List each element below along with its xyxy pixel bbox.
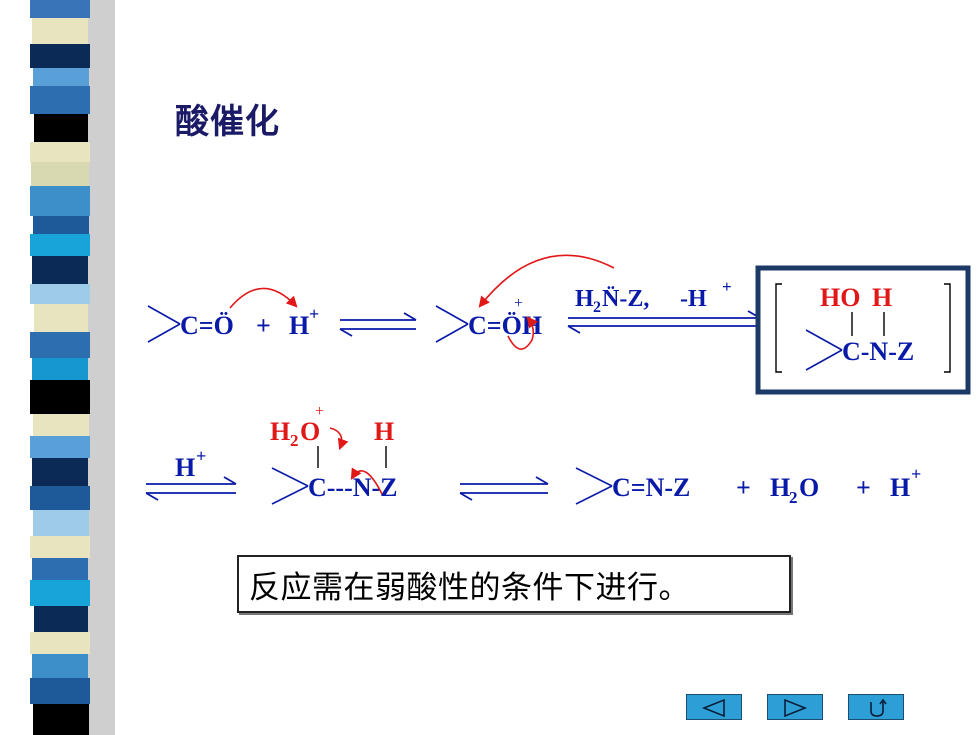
svg-text:H: H <box>175 453 195 482</box>
return-u-icon <box>870 698 887 717</box>
svg-text:+: + <box>722 277 732 296</box>
svg-text:H: H <box>270 417 290 446</box>
svg-text:N̈-Z,: N̈-Z, <box>602 286 649 312</box>
svg-text:+: + <box>315 403 324 420</box>
note-text: 反应需在弱酸性的条件下进行。 <box>249 570 690 606</box>
svg-text:+: + <box>196 446 206 466</box>
water-product: H 2 O <box>770 473 819 507</box>
reaction-scheme: C=Ö + H + C=ÖH + H 2 N̈-Z, -H <box>145 254 971 507</box>
plus-sign: + <box>256 311 271 340</box>
svg-text:2: 2 <box>789 488 798 507</box>
intermediate-box: HO H C-N-Z <box>755 265 971 395</box>
svg-text:-H: -H <box>680 286 707 312</box>
electron-arrow <box>478 254 615 308</box>
svg-text:C-N-Z: C-N-Z <box>842 337 914 366</box>
svg-text:H: H <box>374 417 394 446</box>
equilibrium-arrow <box>339 312 417 337</box>
electron-arrow <box>350 467 383 495</box>
equilibrium-arrow <box>145 476 237 501</box>
equilibrium-arrow <box>459 476 549 501</box>
proton: H + <box>289 304 319 340</box>
electron-arrow <box>229 287 298 309</box>
slide-title: 酸催化 <box>175 102 280 142</box>
svg-text:H: H <box>872 283 892 312</box>
svg-text:O: O <box>799 473 819 502</box>
electron-arrow <box>329 427 349 451</box>
oxonium-intermediate: H 2 O + H C---N-Z <box>270 403 398 505</box>
proton-arrow-label: H + <box>175 446 206 482</box>
svg-text:+: + <box>309 304 319 324</box>
plus-sign: + <box>736 473 751 502</box>
svg-text:C=N-Z: C=N-Z <box>612 473 690 502</box>
prev-slide-button[interactable] <box>686 694 742 720</box>
svg-text:+: + <box>911 464 921 484</box>
triangle-right-icon <box>784 698 808 718</box>
svg-text:H: H <box>890 473 910 502</box>
return-button[interactable] <box>848 694 904 720</box>
proton-product: H + <box>890 464 921 502</box>
svg-text:2: 2 <box>290 431 299 450</box>
svg-text:HO: HO <box>820 283 860 312</box>
reagent-label: H 2 N̈-Z, -H + <box>575 277 732 316</box>
svg-text:2: 2 <box>593 299 601 316</box>
svg-text:O: O <box>300 417 320 446</box>
svg-text:H: H <box>770 473 790 502</box>
protonated-carbonyl: C=ÖH + <box>435 295 542 343</box>
svg-text:+: + <box>514 295 523 312</box>
product-imine: C=N-Z <box>575 467 690 505</box>
carbonyl-formula: C=Ö <box>180 311 234 340</box>
svg-text:C=ÖH: C=ÖH <box>468 311 542 340</box>
triangle-left-icon <box>701 698 725 718</box>
carbonyl-group: C=Ö <box>147 305 234 343</box>
electron-arrow <box>507 316 538 350</box>
next-slide-button[interactable] <box>767 694 823 720</box>
svg-text:H: H <box>289 311 309 340</box>
plus-sign: + <box>856 473 871 502</box>
svg-text:H: H <box>575 286 594 312</box>
decorative-stripe-bar <box>0 0 115 735</box>
note-box <box>237 555 791 613</box>
